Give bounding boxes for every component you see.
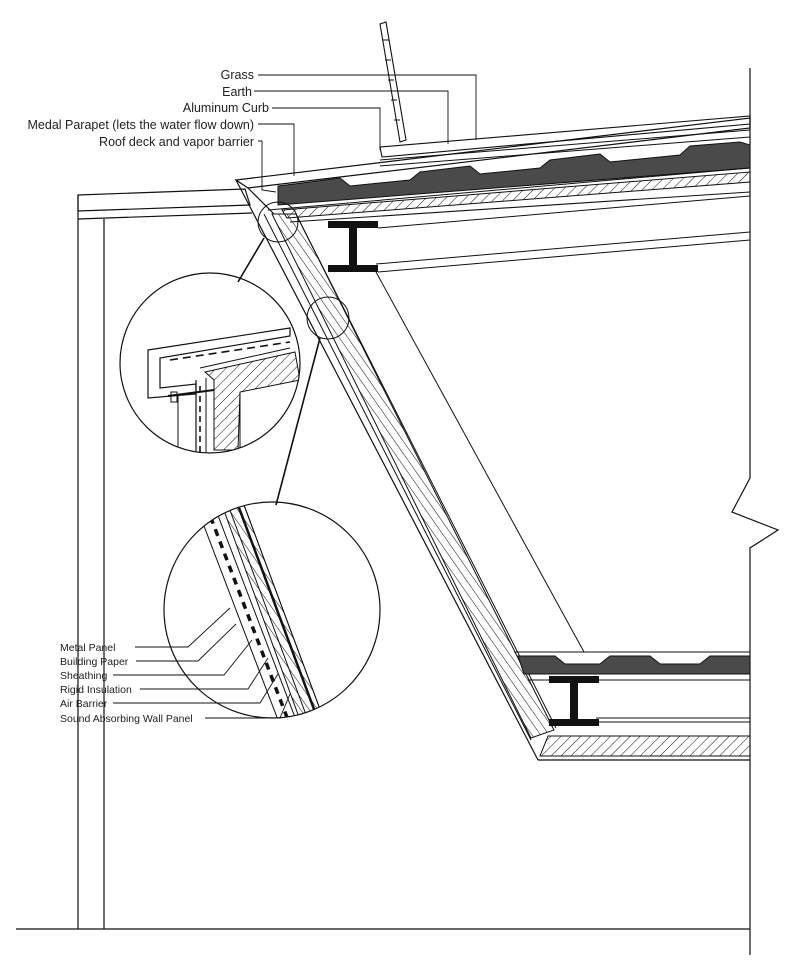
label-medal-parapet: Medal Parapet (lets the water flow down) — [28, 118, 255, 132]
left-column — [77, 188, 253, 929]
steel-i-beam-top — [328, 221, 378, 272]
label-aluminum-curb: Aluminum Curb — [183, 101, 269, 115]
steel-i-beam-bottom — [549, 676, 599, 726]
label-building-paper: Building Paper — [60, 656, 129, 668]
sloped-wall — [235, 179, 585, 761]
floor-assembly — [514, 651, 751, 761]
top-leader-lines — [254, 74, 477, 193]
label-roof-deck: Roof deck and vapor barrier — [99, 135, 254, 149]
label-air-barrier: Air Barrier — [60, 698, 108, 710]
label-grass: Grass — [221, 68, 254, 82]
callout-circle-wall — [306, 296, 350, 340]
label-metal-panel: Metal Panel — [60, 642, 115, 654]
detail-wall-layers — [163, 501, 381, 719]
label-sheathing: Sheathing — [60, 670, 107, 682]
roof-deck — [277, 141, 751, 206]
label-rigid-insulation: Rigid Insulation — [60, 684, 132, 696]
roof-assembly — [234, 21, 751, 273]
side-leader-lines — [113, 607, 291, 719]
detail-parapet — [119, 272, 301, 454]
callout-circle-parapet — [257, 201, 299, 243]
right-wall-break — [731, 68, 780, 955]
label-earth: Earth — [222, 85, 252, 99]
label-sound-absorbing: Sound Absorbing Wall Panel — [60, 713, 193, 725]
